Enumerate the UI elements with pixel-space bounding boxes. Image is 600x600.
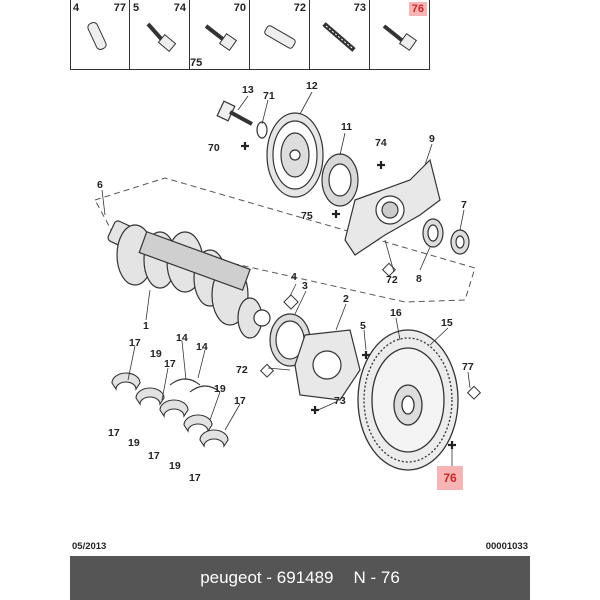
callout-76-highlighted: 76: [437, 466, 463, 490]
pin-icon: [87, 22, 107, 50]
callout-75: 75: [301, 210, 313, 222]
callout-17-b: 17: [164, 358, 176, 370]
hex-bolt-icon: [382, 24, 418, 52]
legend-cell-77: 4 77: [70, 0, 130, 70]
callout-14-b: 14: [196, 341, 208, 353]
callout-17-f: 17: [189, 472, 201, 484]
front-seal-housing: [344, 158, 441, 256]
part-number: 691489: [276, 568, 334, 587]
legend-extra-75: 75: [190, 57, 203, 69]
callout-19-d: 19: [169, 460, 181, 472]
rear-seal-housing: [294, 329, 361, 401]
crankshaft: [107, 220, 271, 339]
callout-17-c: 17: [234, 395, 246, 407]
document-number: 00001033: [485, 541, 528, 552]
callout-74: 74: [375, 137, 387, 149]
legend-qty-highlighted: 76: [408, 2, 427, 16]
legend-cell-74: 5 74 75: [130, 0, 202, 70]
callout-numbers: 13 71 12 70 11 74 9 6 75 7 72 8 4 3 2 1 …: [97, 80, 474, 484]
assembly-outline: [94, 177, 476, 303]
callout-15: 15: [441, 317, 453, 329]
diagram-date: 05/2013: [72, 541, 107, 552]
bearing-shells: [111, 372, 229, 448]
oil-seal-front: [422, 218, 444, 248]
callout-17-d: 17: [108, 427, 120, 439]
reference-number: N - 76: [353, 568, 400, 587]
callout-19-a: 19: [150, 348, 162, 360]
legend-item-label: 5: [133, 2, 140, 14]
callout-17-a: 17: [129, 337, 141, 349]
callout-2: 2: [343, 293, 349, 305]
legend-item-label: 4: [73, 2, 80, 14]
callout-7: 7: [461, 199, 467, 211]
legend-frame: [70, 0, 430, 70]
dowel-icon: [264, 25, 296, 49]
callout-9: 9: [429, 133, 435, 145]
callout-72-top: 72: [386, 274, 398, 286]
legend-cell-76: 76: [370, 0, 430, 70]
legend-qty: 73: [353, 2, 366, 14]
callout-19-c: 19: [128, 437, 140, 449]
callout-1: 1: [143, 320, 149, 332]
crankshaft-pulley: [266, 112, 324, 198]
callout-5: 5: [360, 320, 366, 332]
callout-6: 6: [97, 179, 103, 191]
fastener-legend: 4 77 5 74 75 70 72: [70, 0, 430, 70]
callout-19-b: 19: [214, 383, 226, 395]
leader-lines: [101, 91, 471, 466]
callout-14-a: 14: [176, 332, 188, 344]
callout-11: 11: [341, 121, 352, 133]
callout-13: 13: [242, 84, 254, 96]
legend-qty: 74: [173, 2, 186, 14]
callout-12: 12: [306, 80, 318, 92]
callout-71: 71: [263, 90, 275, 102]
callout-73: 73: [334, 395, 346, 407]
brand-name: peugeot: [200, 568, 262, 587]
callout-70: 70: [208, 142, 220, 154]
fastener-markers: [241, 142, 456, 449]
timing-gear: [321, 153, 359, 207]
bolt-icon: [204, 24, 238, 52]
callout-77: 77: [462, 361, 474, 373]
callout-16: 16: [390, 307, 402, 319]
stud-icon: [322, 22, 356, 52]
footer-separator: -: [266, 568, 273, 587]
callout-3: 3: [302, 280, 308, 292]
legend-qty: 77: [113, 2, 126, 14]
legend-qty: 72: [293, 2, 306, 14]
callout-72-bottom: 72: [236, 364, 248, 376]
flywheel: [357, 329, 459, 471]
callout-17-e: 17: [148, 450, 160, 462]
flange-bolt-icon: [146, 22, 177, 53]
footer-bar: peugeot - 691489 N - 76: [70, 556, 530, 600]
legend-cell-73: 73: [310, 0, 370, 70]
callout-4: 4: [291, 271, 297, 283]
legend-cell-72: 72: [250, 0, 310, 70]
legend-cell-70: 70: [190, 0, 250, 70]
pilot-bearing: [450, 229, 470, 255]
callout-8: 8: [416, 273, 422, 285]
legend-qty: 70: [233, 2, 246, 14]
pulley-bolt: [216, 100, 268, 139]
